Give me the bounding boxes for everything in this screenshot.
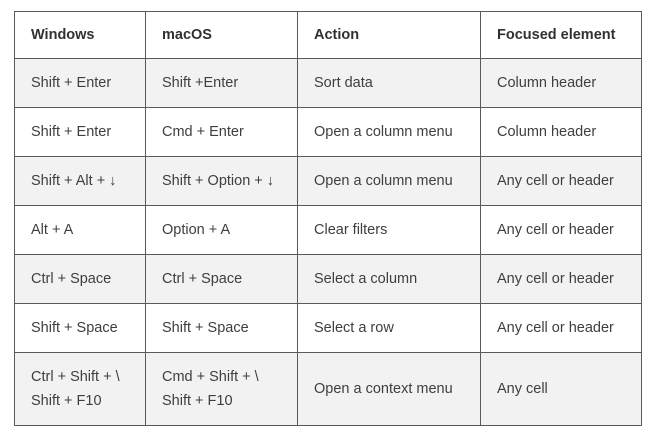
cell-focused-element: Any cell or header <box>480 254 642 304</box>
cell-macos-shortcut: Shift +Enter <box>145 58 298 108</box>
column-header-windows: Windows <box>14 11 146 59</box>
cell-windows-shortcut: Shift + Enter <box>14 107 146 157</box>
table-body: Shift + Enter Shift +Enter Sort data Col… <box>14 58 642 426</box>
column-header-focused-element: Focused element <box>480 11 642 59</box>
cell-macos-shortcut: Shift + Option + ↓ <box>145 156 298 206</box>
cell-action: Sort data <box>297 58 481 108</box>
cell-focused-element: Any cell or header <box>480 205 642 255</box>
cell-action: Select a row <box>297 303 481 353</box>
keyboard-shortcuts-table: Windows macOS Action Focused element Shi… <box>14 11 642 426</box>
shortcut-line-1: Ctrl + Shift + \ <box>31 369 120 385</box>
table-header: Windows macOS Action Focused element <box>14 11 642 59</box>
shortcut-line-2: Shift + F10 <box>31 393 102 409</box>
cell-action: Open a column menu <box>297 156 481 206</box>
column-header-macos: macOS <box>145 11 298 59</box>
cell-action: Open a context menu <box>297 352 481 426</box>
cell-focused-element: Column header <box>480 58 642 108</box>
cell-focused-element: Any cell or header <box>480 303 642 353</box>
table-header-row: Windows macOS Action Focused element <box>14 11 642 59</box>
cell-action: Clear filters <box>297 205 481 255</box>
cell-focused-element: Any cell or header <box>480 156 642 206</box>
cell-macos-shortcut: Ctrl + Space <box>145 254 298 304</box>
shortcut-table-container: Windows macOS Action Focused element Shi… <box>14 11 642 426</box>
column-header-action: Action <box>297 11 481 59</box>
table-row: Shift + Enter Cmd + Enter Open a column … <box>14 107 642 157</box>
table-row: Shift + Enter Shift +Enter Sort data Col… <box>14 58 642 108</box>
cell-action: Open a column menu <box>297 107 481 157</box>
cell-focused-element: Column header <box>480 107 642 157</box>
shortcut-line-1: Cmd + Shift + \ <box>162 369 259 385</box>
table-row: Shift + Space Shift + Space Select a row… <box>14 303 642 353</box>
cell-macos-shortcut: Shift + Space <box>145 303 298 353</box>
table-row: Shift + Alt + ↓ Shift + Option + ↓ Open … <box>14 156 642 206</box>
table-row: Alt + A Option + A Clear filters Any cel… <box>14 205 642 255</box>
table-row: Ctrl + Space Ctrl + Space Select a colum… <box>14 254 642 304</box>
cell-macos-shortcut: Option + A <box>145 205 298 255</box>
cell-macos-shortcut: Cmd + Shift + \ Shift + F10 <box>145 352 298 426</box>
cell-windows-shortcut: Ctrl + Space <box>14 254 146 304</box>
cell-action: Select a column <box>297 254 481 304</box>
cell-windows-shortcut: Shift + Space <box>14 303 146 353</box>
cell-windows-shortcut: Ctrl + Shift + \ Shift + F10 <box>14 352 146 426</box>
cell-windows-shortcut: Shift + Enter <box>14 58 146 108</box>
cell-focused-element: Any cell <box>480 352 642 426</box>
shortcut-line-2: Shift + F10 <box>162 393 233 409</box>
table-row: Ctrl + Shift + \ Shift + F10 Cmd + Shift… <box>14 352 642 426</box>
cell-macos-shortcut: Cmd + Enter <box>145 107 298 157</box>
cell-windows-shortcut: Alt + A <box>14 205 146 255</box>
cell-windows-shortcut: Shift + Alt + ↓ <box>14 156 146 206</box>
